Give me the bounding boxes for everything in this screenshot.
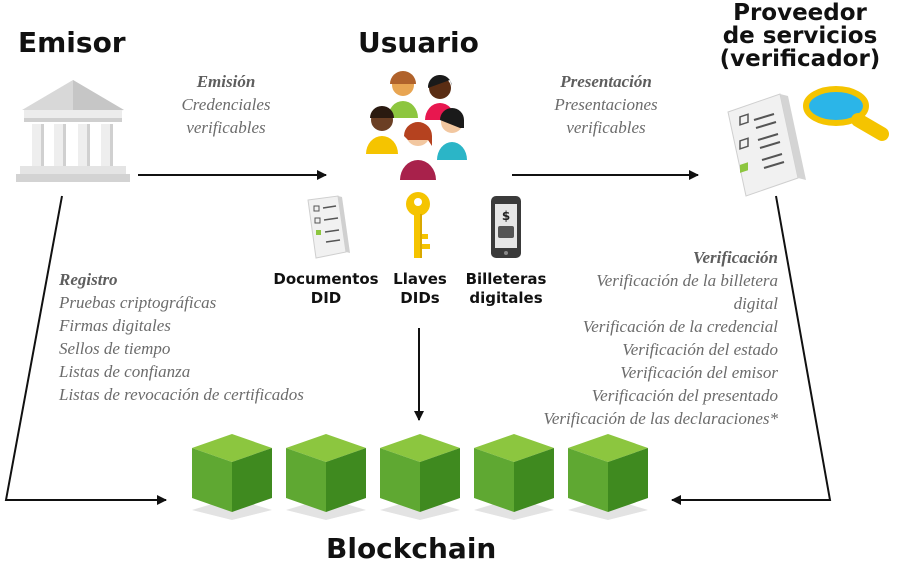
presentation-caption: Presentación Presentaciones verificables (544, 70, 668, 139)
user-title: Usuario (358, 26, 479, 59)
presentation-line: verificables (566, 118, 646, 137)
issuance-caption: Emisión Credenciales verificables (168, 70, 284, 139)
registry-item: Firmas digitales (59, 316, 171, 335)
presentation-heading: Presentación (560, 72, 652, 91)
verifier-title-line1: Proveedor (733, 0, 867, 26)
registry-item: Sellos de tiempo (59, 339, 171, 358)
blockchain-cube (286, 434, 366, 520)
artifact-label-line: digitales (469, 289, 543, 307)
issuer-to-blockchain-arrow (4, 195, 167, 505)
verification-item: Verificación de las declaraciones* (543, 409, 778, 428)
blockchain-title: Blockchain (326, 532, 497, 565)
registry-heading: Registro (59, 270, 118, 289)
artifact-label-keys: Llaves DIDs (380, 270, 460, 308)
blockchain-cube (380, 434, 460, 520)
blockchain-cube (474, 434, 554, 520)
verifier-title: Proveedor de servicios (verificador) (700, 2, 900, 71)
did-document-icon (307, 195, 350, 259)
verification-item: Verificación del emisor (620, 363, 778, 382)
blockchain-cube (192, 434, 272, 520)
artifact-label-line: DID (310, 289, 342, 307)
verification-list: Verificación Verificación de la billeter… (528, 246, 778, 430)
artifact-label-line: Documentos (273, 270, 379, 288)
document-magnifier-icon (727, 86, 889, 197)
artifact-label-line: Llaves (393, 270, 447, 288)
bank-icon (16, 80, 130, 182)
blockchain-cube (568, 434, 648, 520)
verification-item: Verificación del presentado (591, 386, 778, 405)
registry-list: Registro Pruebas criptográficas Firmas d… (59, 268, 349, 406)
issuance-line: verificables (186, 118, 266, 137)
registry-item: Pruebas criptográficas (59, 293, 217, 312)
verifier-to-blockchain-arrow (671, 195, 832, 505)
artifact-label-line: Billeteras (465, 270, 547, 288)
artifact-label-wallets: Billeteras digitales (454, 270, 558, 308)
verification-item: Verificación de la billetera (596, 271, 778, 290)
issuance-heading: Emisión (196, 72, 256, 91)
key-icon (406, 192, 430, 258)
artifact-label-did-documents: Documentos DID (266, 270, 386, 308)
registry-item: Listas de revocación de certificados (59, 385, 304, 404)
verifier-title-line3: (verificador) (719, 46, 881, 72)
wallet-phone-icon: $ (491, 196, 521, 258)
verification-heading: Verificación (693, 248, 778, 267)
verification-item: Verificación del estado (622, 340, 778, 359)
verification-item: Verificación de la credencial (582, 317, 778, 336)
presentation-line: Presentaciones (554, 95, 658, 114)
svg-text:$: $ (502, 209, 510, 223)
issuance-line: Credenciales (181, 95, 271, 114)
issuer-title: Emisor (18, 26, 126, 59)
registry-item: Listas de confianza (59, 362, 191, 381)
verifier-title-line2: de servicios (722, 23, 878, 49)
user-group-icon (366, 71, 467, 180)
artifact-label-line: DIDs (400, 289, 440, 307)
verification-item: digital (733, 294, 778, 313)
